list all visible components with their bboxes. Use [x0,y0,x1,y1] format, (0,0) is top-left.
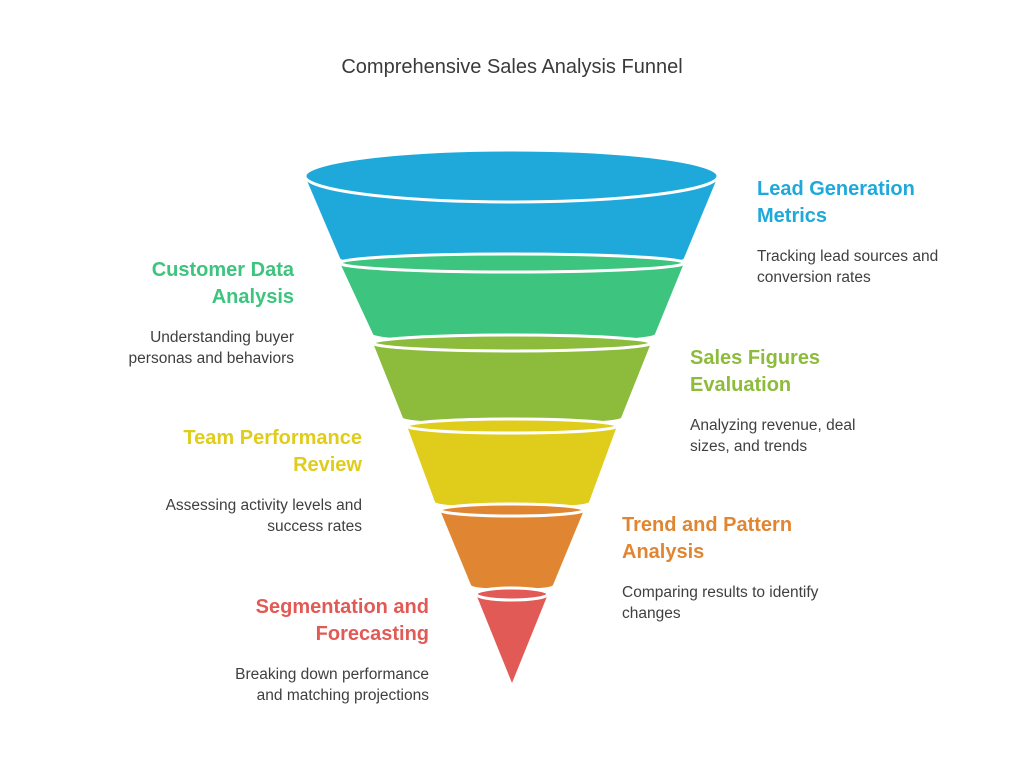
funnel-stage-2-top [338,252,686,274]
stage-5-label: Trend and Pattern Analysis Comparing res… [622,512,822,624]
funnel-stage-2 [340,263,684,342]
stage-4-label: Team Performance Review Assessing activi… [150,425,362,537]
funnel-stage-3-top [371,333,653,353]
funnel-stage-4 [407,426,617,508]
stage-2-label: Customer Data Analysis Understanding buy… [104,257,294,369]
diagram-title: Comprehensive Sales Analysis Funnel [341,56,683,78]
stage-6-description: Breaking down performance and matching p… [235,666,429,704]
funnel-stage-6-top [474,586,550,602]
stage-3-heading: Sales Figures Evaluation [690,347,821,396]
stage-6-label: Segmentation and Forecasting Breaking do… [218,594,429,706]
stage-4-description: Assessing activity levels and success ra… [165,497,362,535]
stage-5-description: Comparing results to identify changes [622,584,819,622]
funnel-stage-6 [476,594,548,683]
stage-3-description: Analyzing revenue, deal sizes, and trend… [690,417,856,455]
stage-4-heading: Team Performance Review [183,427,362,476]
stage-1-label: Lead Generation Metrics Tracking lead so… [757,176,967,288]
stage-2-heading: Customer Data Analysis [151,259,294,308]
funnel-stage-4-top [405,417,619,435]
funnel-stage-3 [373,343,651,425]
stage-2-description: Understanding buyer personas and behavio… [128,329,294,367]
stage-6-heading: Segmentation and Forecasting [255,596,429,645]
stage-3-label: Sales Figures Evaluation Analyzing reven… [690,345,880,457]
funnel-stage-5 [440,510,584,590]
stage-1-heading: Lead Generation Metrics [757,178,915,227]
stage-1-description: Tracking lead sources and conversion rat… [757,248,939,286]
funnel-stage-1-top [303,148,720,204]
funnel-stage-5-top [438,502,586,518]
stage-5-heading: Trend and Pattern Analysis [622,514,793,563]
